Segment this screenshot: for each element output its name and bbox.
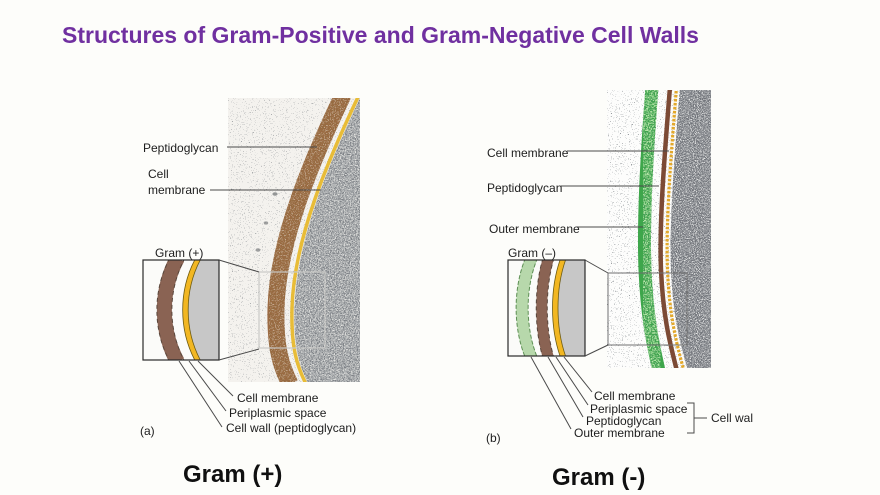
gp-panel-letter: (a): [140, 424, 155, 438]
gram-negative-schematic: [507, 259, 586, 357]
gram-negative-micrograph: [607, 90, 711, 368]
gp-layer-periplasmic-space-label: Periplasmic space: [229, 406, 327, 420]
cell-membrane-line: [290, 98, 360, 382]
cell-membrane-layer: [182, 260, 201, 360]
peptidoglycan-line: [658, 90, 679, 368]
cell-membrane-layer: [552, 260, 566, 356]
cell-wall-layer: [156, 260, 185, 360]
gn-layer-peptidoglycan-label: Peptidoglycan: [586, 414, 662, 428]
cell-membrane-line: [665, 90, 685, 368]
cytoplasm-layer: [558, 260, 585, 356]
leader-cw-bottom-left: [178, 360, 223, 428]
slide-title: Structures of Gram-Positive and Gram-Neg…: [62, 22, 699, 48]
gp-layer-cell-wall-label: Cell wall (peptidoglycan): [226, 421, 357, 435]
gn-schematic-label: Gram (–): [508, 246, 556, 260]
cytoplasm-layer: [188, 260, 219, 360]
gn-outer-membrane-label: Outer membrane: [489, 222, 580, 236]
zoom-line-bottom-right: [584, 344, 609, 357]
zoom-line-bottom-left: [218, 348, 260, 361]
gp-layer-cell-membrane-label: Cell membrane: [237, 391, 319, 405]
peptidoglycan-layer: [536, 260, 554, 356]
schematic-box-outline: [142, 259, 220, 361]
gp-schematic-label: Gram (+): [155, 246, 204, 260]
gn-layer-cell-membrane-label: Cell membrane: [594, 389, 676, 403]
gram-positive-micrograph: [228, 98, 360, 382]
gram-positive-schematic: [142, 259, 220, 361]
zoom-line-top-left: [218, 259, 260, 273]
leader-ps-bottom-left: [188, 360, 227, 412]
leader-cm-bottom-right: [563, 356, 593, 393]
leader-om-bottom-right: [530, 356, 572, 430]
gn-layer-outer-membrane-label: Outer membrane: [574, 426, 665, 440]
zoom-region-outline: [607, 272, 688, 346]
gn-layer-periplasmic-space-label: Periplasmic space: [590, 402, 688, 416]
schematic-box-outline: [507, 259, 586, 357]
gp-caption: Gram (+): [183, 461, 283, 488]
outer-membrane-layer: [516, 260, 538, 356]
cell-wall-bracket: [687, 402, 707, 434]
gn-cell-membrane-label: Cell membrane: [487, 146, 569, 160]
leader-cm-bottom-left: [197, 360, 234, 397]
gn-panel-letter: (b): [486, 431, 501, 445]
gn-cell-wall-bracket-label: Cell wal: [711, 411, 754, 425]
leader-lines: [178, 146, 707, 434]
gn-caption: Gram (-): [552, 464, 646, 491]
gp-cell-membrane-label: Cell membrane: [148, 167, 206, 197]
leader-pg-bottom-right: [547, 356, 584, 418]
gp-peptidoglycan-label: Peptidoglycan: [143, 141, 219, 155]
leader-ps-bottom-right: [555, 356, 589, 406]
zoom-region-outline: [258, 271, 326, 349]
gn-peptidoglycan-label: Peptidoglycan: [487, 181, 563, 195]
zoom-line-top-right: [584, 259, 609, 274]
